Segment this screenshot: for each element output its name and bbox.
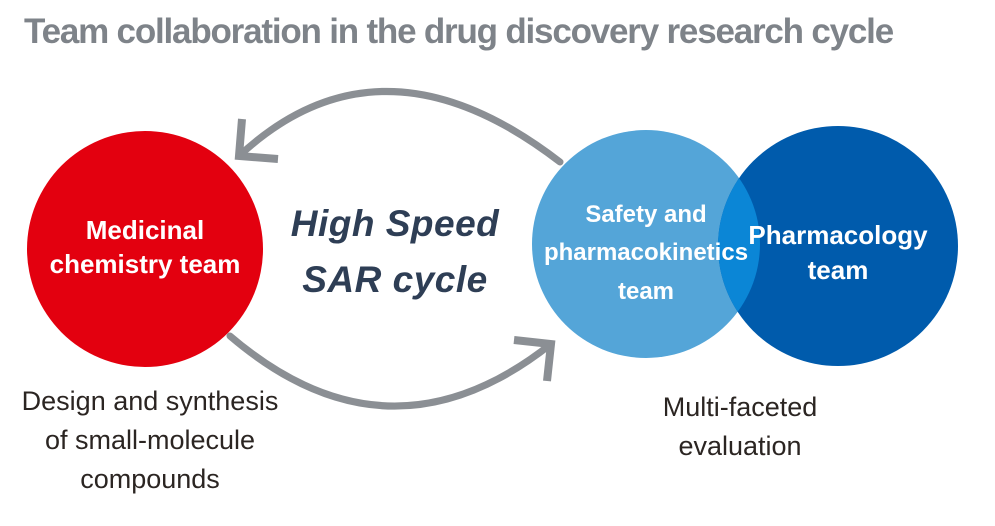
arrowhead-right-icon — [513, 336, 556, 382]
cycle-arrow-top — [234, 88, 564, 166]
medicinal-chemistry-team-label: Medicinal chemistry team — [49, 215, 241, 279]
pharmacology-circle — [718, 126, 958, 366]
arrowhead-left-icon — [234, 118, 279, 163]
pharmacology-team-label: Pharmacology team — [748, 220, 928, 286]
evaluation-caption: Multi-faceted evaluation — [662, 392, 818, 462]
safety-pharmacokinetics-team-label: Safety and pharmacokinetics team — [543, 201, 749, 305]
cycle-arrow-bottom — [226, 332, 556, 410]
safety-pharmacokinetics-circle — [532, 130, 760, 358]
cycle-label: High Speed SAR cycle — [290, 203, 500, 300]
medicinal-chemistry-circle — [27, 131, 263, 367]
page-title: Team collaboration in the drug discovery… — [24, 12, 894, 51]
medicinal-chemistry-caption: Design and synthesis of small-molecule c… — [21, 386, 279, 495]
